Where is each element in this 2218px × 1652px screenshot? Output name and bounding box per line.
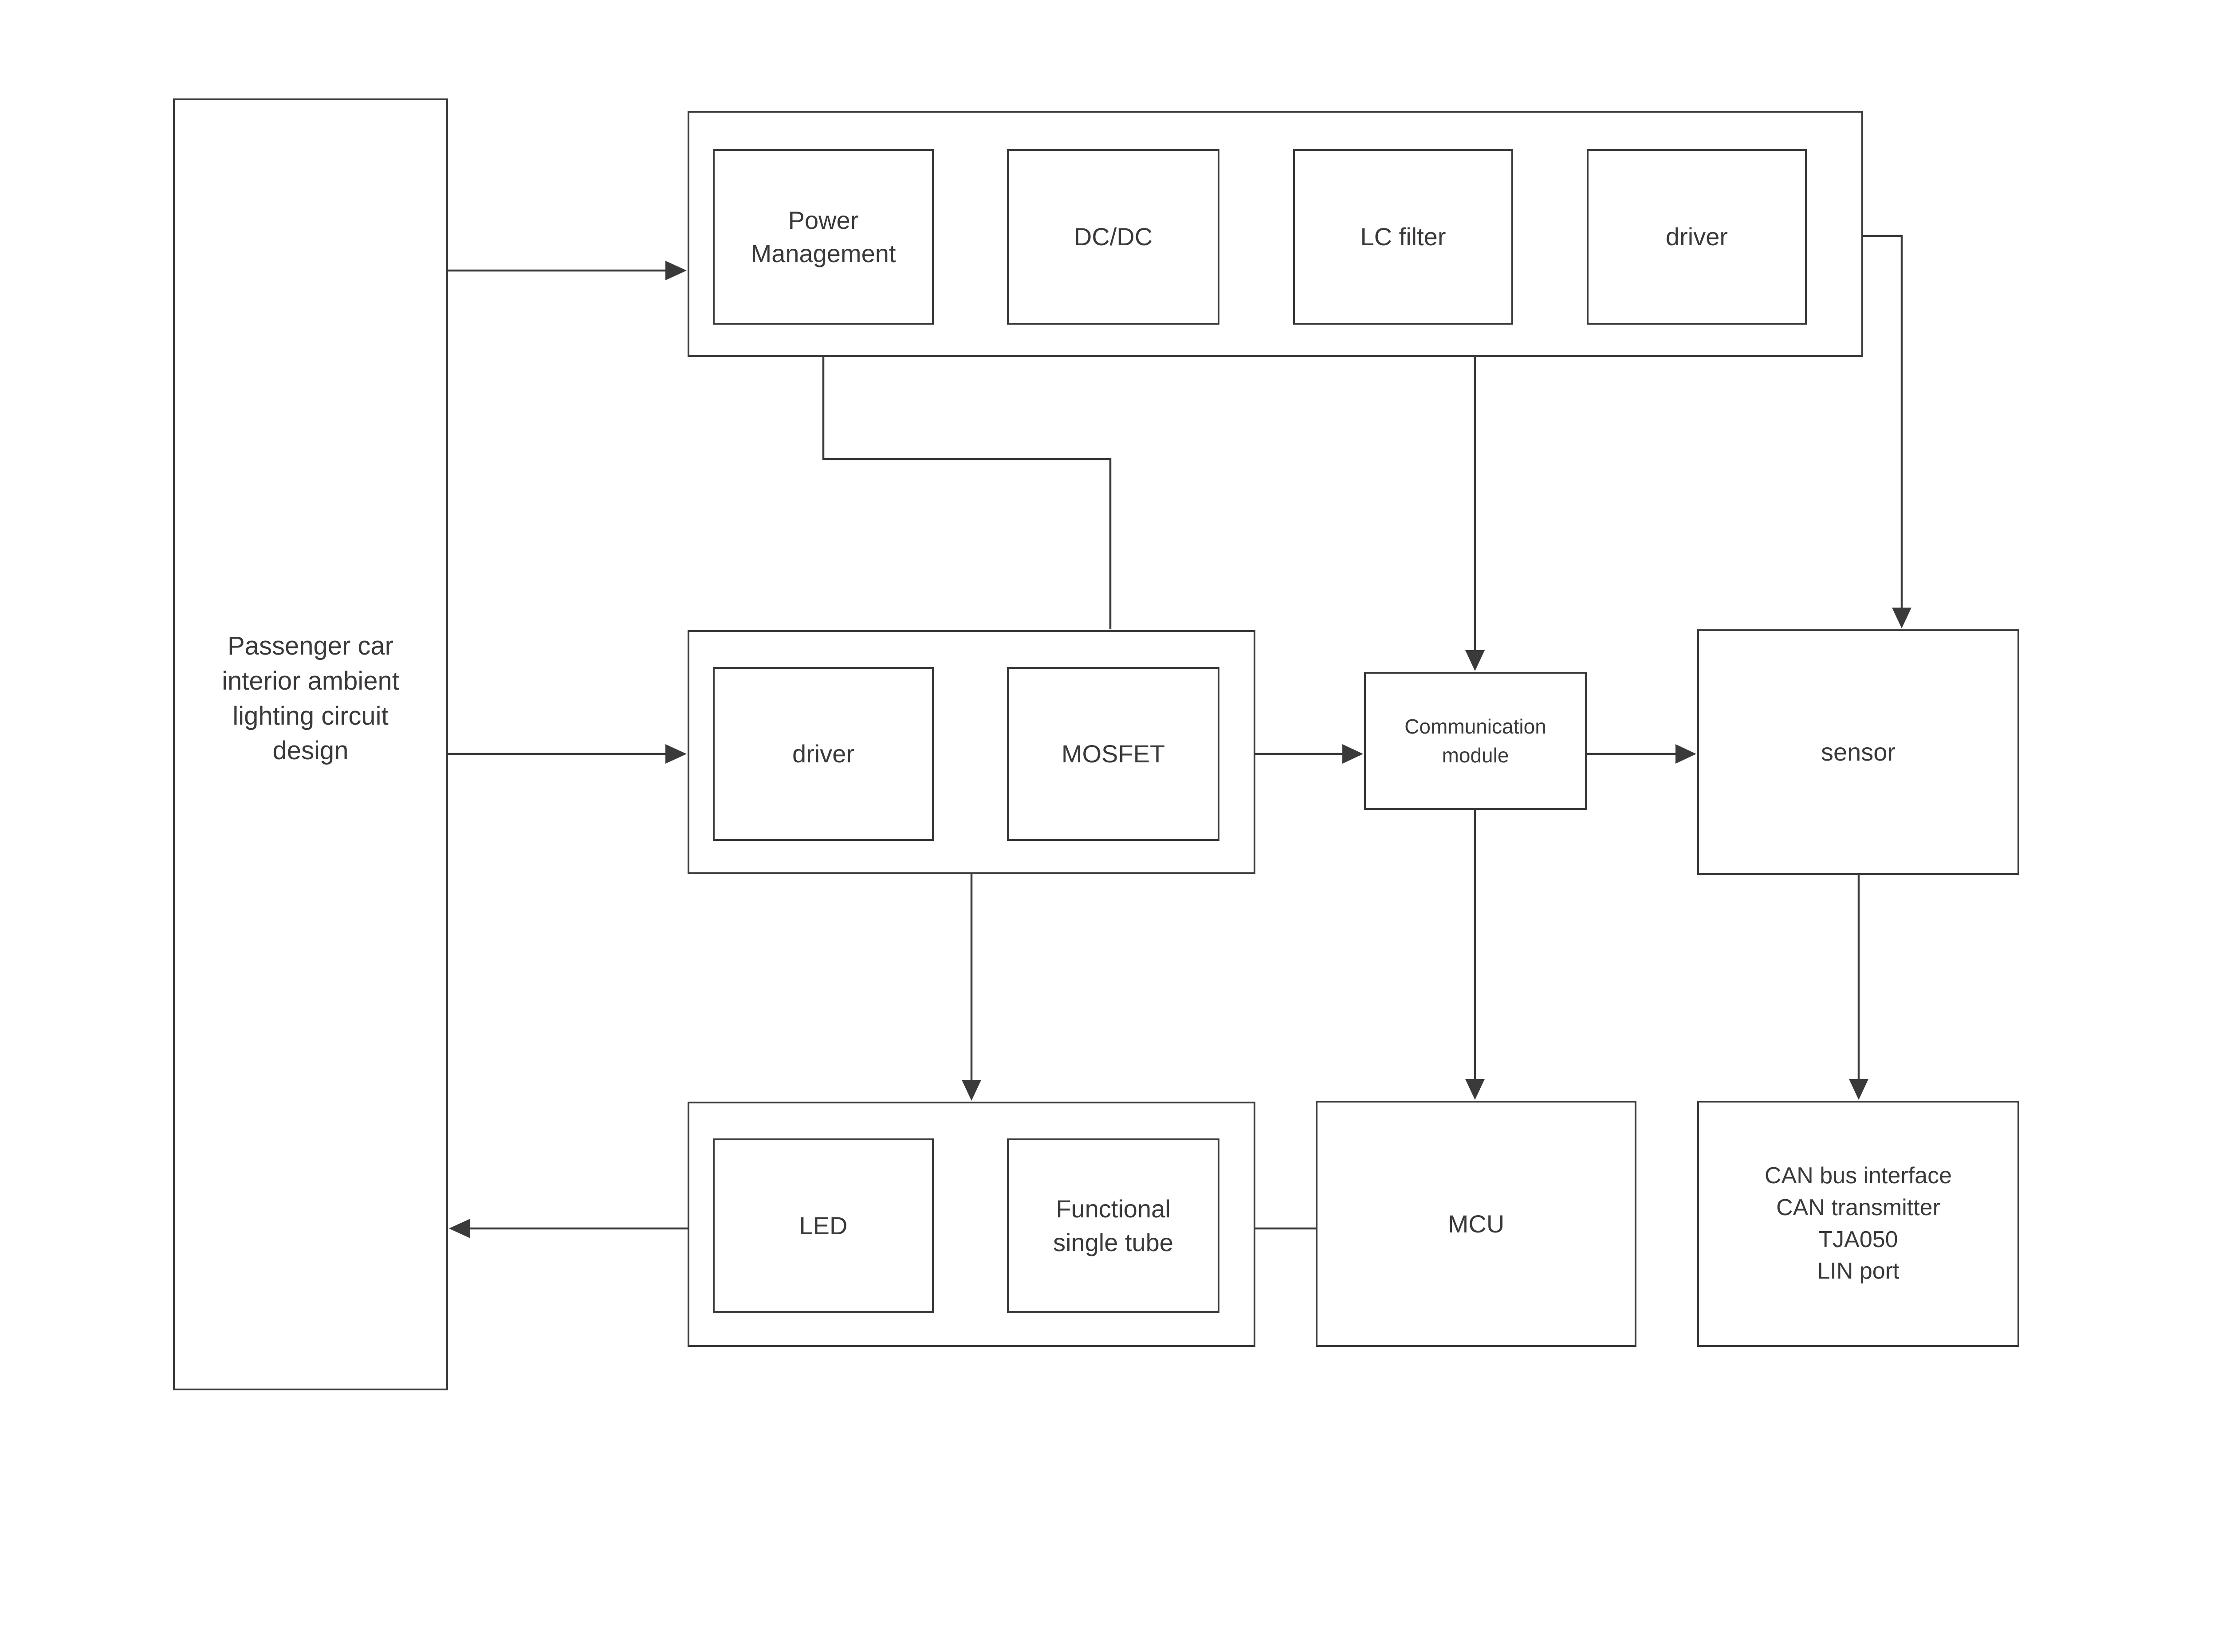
- arrowhead-into-can-top: [1849, 1079, 1868, 1100]
- lc-filter-box: LC filter: [1293, 149, 1513, 325]
- dcdc-box: DC/DC: [1007, 149, 1219, 325]
- arrowhead-into-sensor-left: [1675, 744, 1696, 764]
- lc-filter-label: LC filter: [1360, 223, 1446, 251]
- passenger-car-design-box: Passenger car interior ambient lighting …: [173, 98, 448, 1390]
- arrowhead-into-power-group: [665, 261, 687, 280]
- led-box: LED: [713, 1138, 934, 1313]
- arrowhead-into-sensor-top: [1892, 608, 1911, 628]
- arrowhead-into-led-group: [962, 1080, 981, 1101]
- arrowhead-into-communication-top: [1465, 650, 1485, 671]
- arrowhead-into-mcu-top: [1465, 1079, 1485, 1100]
- connector-powergroup-to-sensor: [1863, 235, 1903, 608]
- arrowhead-into-communication-left: [1342, 744, 1363, 764]
- driver-top-box: driver: [1587, 149, 1807, 325]
- dcdc-label: DC/DC: [1074, 223, 1153, 251]
- communication-module-box: Communication module: [1364, 672, 1587, 810]
- sensor-box: sensor: [1697, 629, 2019, 875]
- connector-powergroup-to-driver-group: [822, 357, 1112, 629]
- functional-single-tube-box: Functional single tube: [1007, 1138, 1219, 1313]
- mosfet-label: MOSFET: [1061, 740, 1165, 768]
- power-management-label: Power Management: [751, 206, 896, 267]
- sensor-label: sensor: [1821, 738, 1896, 766]
- mosfet-box: MOSFET: [1007, 667, 1219, 841]
- led-label: LED: [799, 1211, 848, 1240]
- mcu-label: MCU: [1447, 1209, 1505, 1238]
- driver-box: driver: [713, 667, 934, 841]
- passenger-car-design-label: Passenger car interior ambient lighting …: [222, 631, 399, 765]
- can-interface-label: CAN bus interface CAN transmitter TJA050…: [1765, 1163, 1952, 1284]
- power-management-box: Power Management: [713, 149, 934, 325]
- driver-top-label: driver: [1665, 223, 1728, 251]
- mcu-box: MCU: [1316, 1101, 1636, 1347]
- can-interface-box: CAN bus interface CAN transmitter TJA050…: [1697, 1101, 2019, 1347]
- arrowhead-into-driver-group: [665, 744, 687, 764]
- communication-module-label: Communication module: [1404, 715, 1546, 767]
- driver-label: driver: [792, 740, 855, 768]
- arrowhead-into-leftpanel: [449, 1219, 470, 1238]
- functional-single-tube-label: Functional single tube: [1053, 1195, 1173, 1256]
